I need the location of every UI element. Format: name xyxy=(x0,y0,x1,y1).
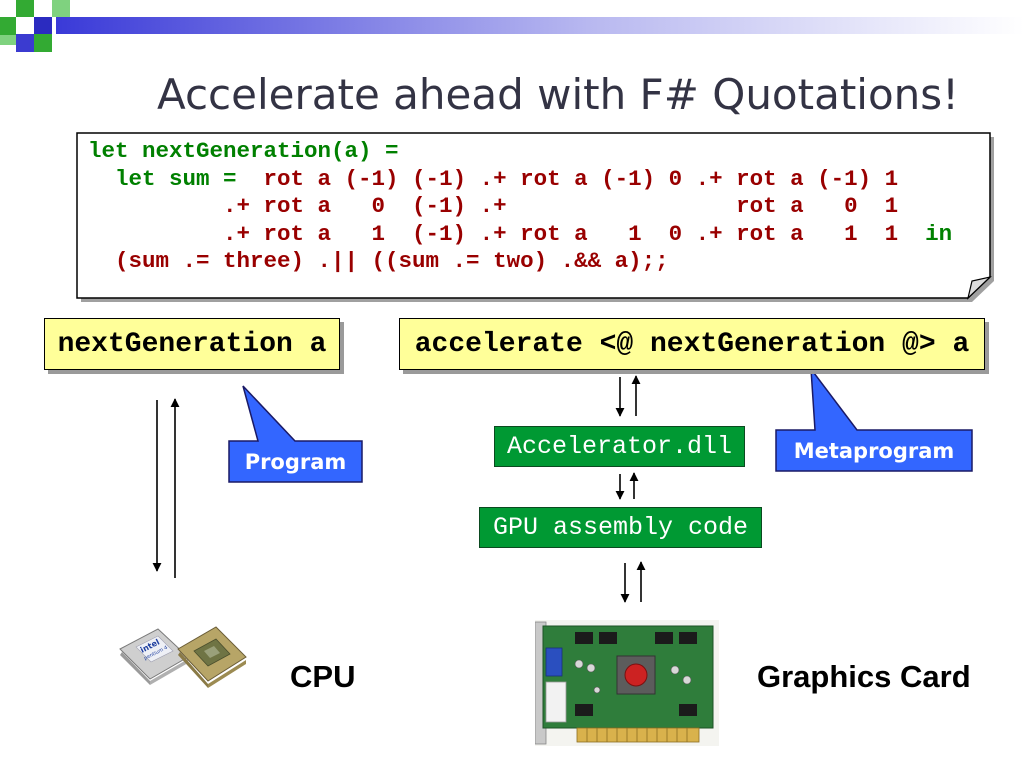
dvi-connector-icon xyxy=(545,681,567,723)
code-line: .+ rot a 1 (-1) .+ rot a 1 0 .+ rot a 1 … xyxy=(88,221,952,249)
gpu-logo-icon xyxy=(624,663,648,687)
code-line: (sum .= three) .|| ((sum .= two) .&& a);… xyxy=(88,248,952,276)
accelerator-dll-box: Accelerator.dll xyxy=(494,426,745,467)
cpu-label: CPU xyxy=(290,659,356,694)
code-box-folded-corner xyxy=(966,275,992,300)
memory-chips xyxy=(575,632,697,716)
code-keyword: in xyxy=(925,220,953,247)
callout-metaprogram-label: Metaprogram xyxy=(793,438,955,463)
graphics-card-image xyxy=(535,620,719,746)
callout-program-label: Program xyxy=(244,449,347,474)
capacitors xyxy=(574,659,692,694)
code-expression: (sum .= three) .|| ((sum .= two) .&& a);… xyxy=(88,248,669,274)
code-block: let nextGeneration(a) = let sum = rot a … xyxy=(88,138,952,276)
vga-connector-icon xyxy=(545,647,563,677)
cpu-chip-left: intel pentium 4 xyxy=(119,628,189,685)
code-expression: .+ rot a 0 (-1) .+ rot a 0 1 xyxy=(88,193,899,219)
code-expression: .+ rot a 1 (-1) .+ rot a 1 0 .+ rot a 1 … xyxy=(88,220,926,247)
code-line: .+ rot a 0 (-1) .+ rot a 0 1 xyxy=(88,193,952,221)
callout-program-shape xyxy=(228,385,363,483)
cpu-chip-right xyxy=(177,626,247,688)
slide-title: Accelerate ahead with F# Quotations! xyxy=(156,70,960,119)
callout-metaprogram-shape xyxy=(775,366,973,472)
code-expression: rot a (-1) (-1) .+ rot a (-1) 0 .+ rot a… xyxy=(236,165,899,192)
code-keyword: let sum = xyxy=(88,165,237,192)
graphics-card-label: Graphics Card xyxy=(757,659,971,694)
card-gold-finger-lines xyxy=(586,728,688,742)
program-call-box: nextGeneration a xyxy=(44,318,340,370)
logo-squares-decoration xyxy=(0,0,70,52)
cpu-chip-image: intel pentium 4 xyxy=(119,626,247,688)
metaprogram-call-box: accelerate <@ nextGeneration @> a xyxy=(399,318,985,370)
top-gradient-bar xyxy=(56,17,1024,34)
code-keyword: let nextGeneration(a) = xyxy=(88,138,399,164)
gpu-assembly-code-box: GPU assembly code xyxy=(479,507,762,548)
code-line: let sum = rot a (-1) (-1) .+ rot a (-1) … xyxy=(88,166,952,194)
code-line: let nextGeneration(a) = xyxy=(88,138,952,166)
card-gold-fingers xyxy=(576,727,700,743)
